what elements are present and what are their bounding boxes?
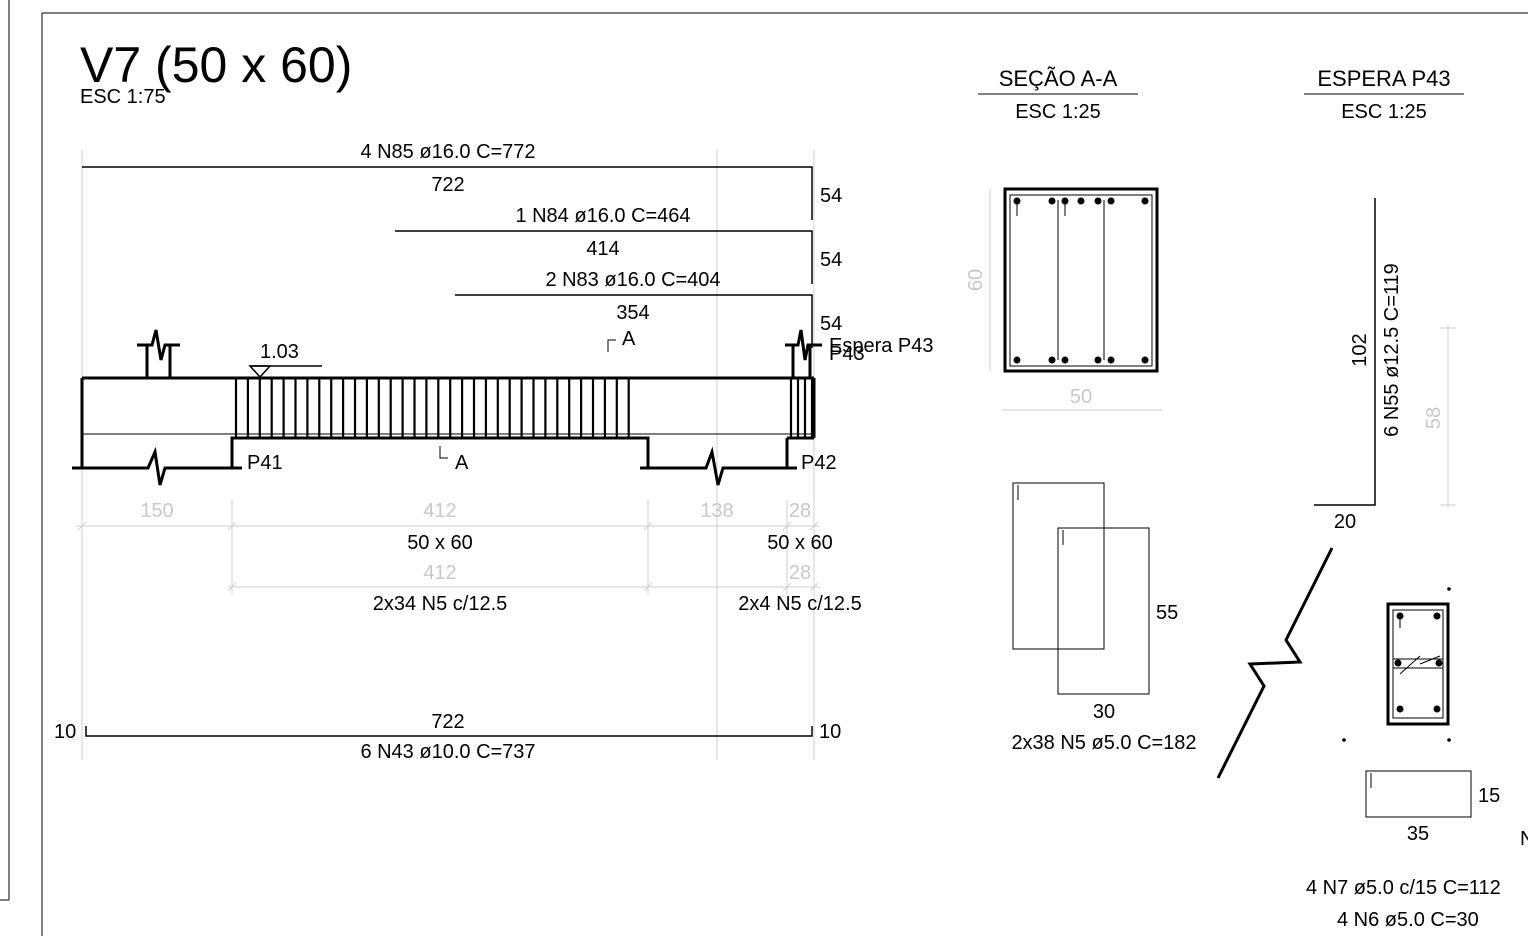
rebar-dots <box>1013 197 1149 364</box>
espera-title: ESPERA P43 <box>1317 66 1450 91</box>
beam-elevation: 1.03 A A P41 P42 P43 Espera P43 <box>72 328 934 486</box>
section-mark-bottom: A <box>455 452 469 474</box>
bar-n83-hook: 54 <box>820 313 842 335</box>
bar-n43-label: 6 N43 ø10.0 C=737 <box>360 741 535 763</box>
span-dim-1: 150 <box>140 500 173 522</box>
pillar-label-p41: P41 <box>247 452 283 474</box>
bar-n84-label: 1 N84 ø16.0 C=464 <box>515 205 690 227</box>
bar-n83-length: 354 <box>616 302 649 324</box>
section-aa-height: 60 <box>965 269 987 291</box>
section-size-right: 50 x 60 <box>767 532 833 554</box>
bar-n43-hook-left: 10 <box>54 721 76 743</box>
stirrup-dimensions: 412 28 <box>227 562 820 592</box>
drawing-title: V7 (50 x 60) <box>80 37 352 93</box>
section-aa-stirrup-h: 55 <box>1156 602 1178 624</box>
bar-n43: 722 6 N43 ø10.0 C=737 10 10 <box>54 711 841 763</box>
espera-grey-dim: 58 <box>1423 407 1445 429</box>
espera-label: Espera P43 <box>829 335 934 357</box>
section-aa-stirrup-label: 2x38 N5 ø5.0 C=182 <box>1011 732 1196 754</box>
reference-lines <box>81 150 815 760</box>
espera-label-n6: 4 N6 ø5.0 C=30 <box>1337 909 1479 931</box>
bar-n85-length: 722 <box>431 174 464 196</box>
bar-n84-length: 414 <box>586 238 619 260</box>
bar-n43-length: 722 <box>431 711 464 733</box>
stirrup-dim-2: 28 <box>789 562 811 584</box>
espera-p43: ESPERA P43 ESC 1:25 6 N55 ø12.5 C=119 10… <box>1216 66 1528 931</box>
espera-cut-letter: N <box>1520 828 1528 850</box>
bar-n85-label: 4 N85 ø16.0 C=772 <box>360 141 535 163</box>
espera-label-n7: 4 N7 ø5.0 c/15 C=112 <box>1306 877 1501 899</box>
bar-n83: 2 N83 ø16.0 C=404 354 54 <box>455 269 842 348</box>
espera-bar-label: 6 N55 ø12.5 C=119 <box>1381 263 1403 437</box>
bar-n84: 1 N84 ø16.0 C=464 414 54 <box>395 205 842 284</box>
span-dim-2: 412 <box>423 500 456 522</box>
stirrups-label-right: 2x4 N5 c/12.5 <box>738 593 861 615</box>
espera-stirrup-w: 35 <box>1407 823 1429 845</box>
section-size-left: 50 x 60 <box>407 532 473 554</box>
bar-n83-label: 2 N83 ø16.0 C=404 <box>545 269 720 291</box>
espera-bar-foot: 20 <box>1334 511 1356 533</box>
bar-n84-hook: 54 <box>820 249 842 271</box>
stirrup-dim-1: 412 <box>423 562 456 584</box>
stirrups-label-left: 2x34 N5 c/12.5 <box>373 593 508 615</box>
espera-bar-length: 102 <box>1349 333 1371 366</box>
section-aa-title: SEÇÃO A-A <box>999 66 1118 91</box>
bar-n85: 4 N85 ø16.0 C=772 722 54 <box>82 141 842 220</box>
span-dimensions: 150 412 138 28 <box>76 500 820 531</box>
section-aa-stirrup-w: 30 <box>1093 701 1115 723</box>
pillar-label-p43: P43 <box>829 343 865 365</box>
span-dim-4: 28 <box>789 500 811 522</box>
section-aa-scale: ESC 1:25 <box>1015 101 1101 123</box>
pillar-label-p42: P42 <box>801 452 837 474</box>
drawing-scale: ESC 1:75 <box>80 86 166 108</box>
section-mark-top: A <box>622 328 636 350</box>
espera-scale: ESC 1:25 <box>1341 101 1427 123</box>
level-value: 1.03 <box>260 341 299 363</box>
bar-n85-hook: 54 <box>820 185 842 207</box>
stirrups-end <box>789 378 814 438</box>
span-dim-3: 138 <box>700 500 733 522</box>
section-aa-width: 50 <box>1070 386 1092 408</box>
espera-stirrup-h: 15 <box>1478 785 1500 807</box>
stirrups-main <box>234 378 630 438</box>
section-aa: SEÇÃO A-A ESC 1:25 60 50 <box>965 66 1197 754</box>
bar-n43-hook-right: 10 <box>819 721 841 743</box>
